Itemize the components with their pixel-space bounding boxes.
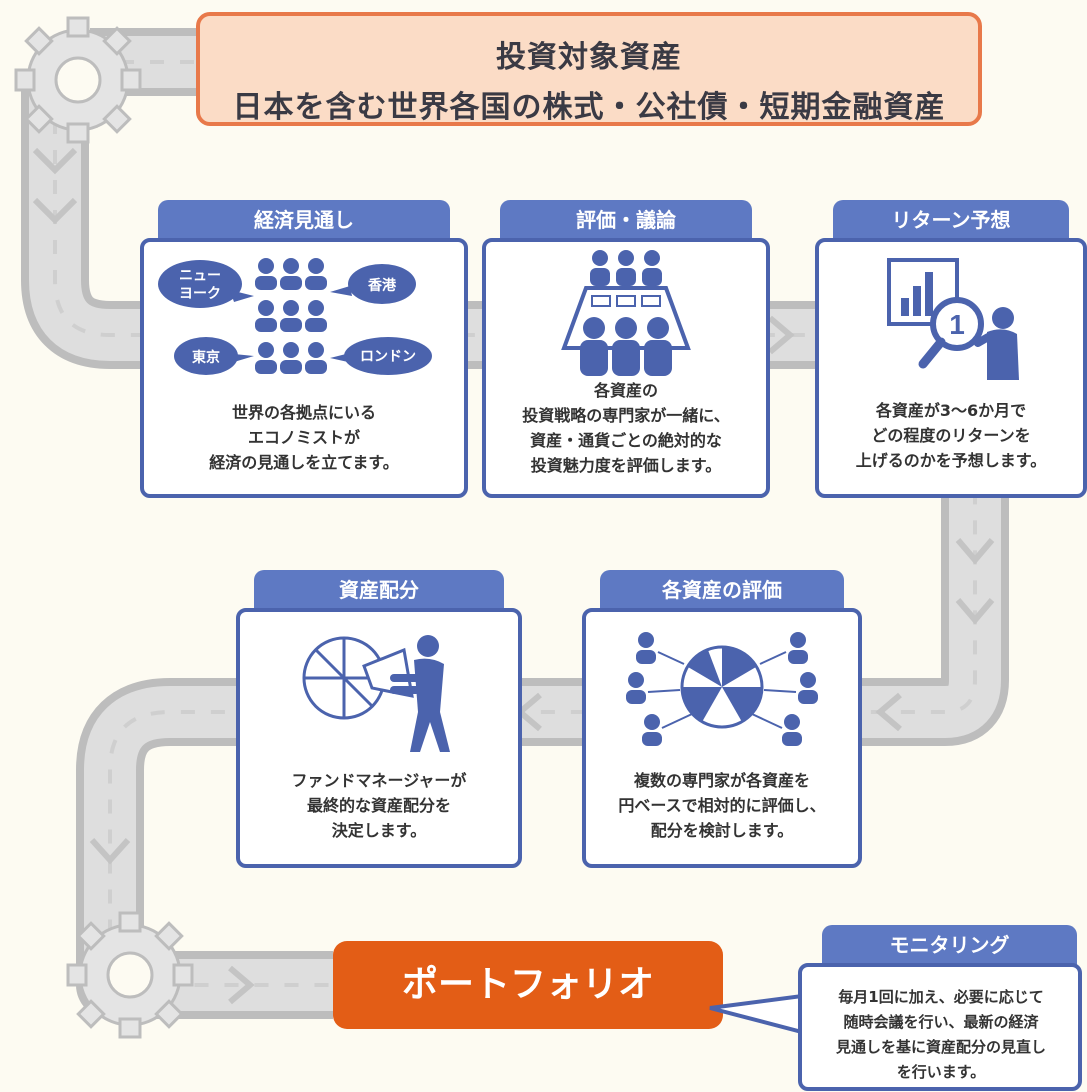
step-title: 資産配分 xyxy=(254,570,504,610)
gear-icon-bottom xyxy=(66,911,194,1039)
step-asset-evaluation: 各資産の評価 複数の専門家が各資産を 円ベースで相対的に評価し、 配分を検討しま… xyxy=(582,570,862,868)
svg-text:1: 1 xyxy=(949,309,965,340)
step-description: ファンドマネージャーが 最終的な資産配分を 決定します。 xyxy=(291,771,467,840)
experts-around-pie-icon xyxy=(626,632,818,746)
step-title: リターン予想 xyxy=(833,200,1069,240)
city-label-hong-kong: 香港 xyxy=(367,277,397,294)
monitoring-panel xyxy=(798,963,1082,1091)
city-label-new-york-1: ニュー xyxy=(179,268,221,284)
city-label-london: ロンドン xyxy=(360,349,416,365)
magnifier-chart-icon: 1 xyxy=(887,258,1019,380)
portfolio-box: ポートフォリオ xyxy=(333,941,723,1029)
step-evaluation-discussion: 評価・議論 各資産の 投資戦略の専門家が一緒に、 資産・通貨ごとの絶対的な 投資… xyxy=(482,200,770,498)
step-title: 経済見通し xyxy=(158,200,450,240)
investment-target-subtitle: 日本を含む世界各国の株式・公社債・短期金融資産 xyxy=(232,90,946,125)
step-description: 各資産の 投資戦略の専門家が一緒に、 資産・通貨ごとの絶対的な 投資魅力度を評価… xyxy=(522,381,730,475)
investment-target-box: 投資対象資産 日本を含む世界各国の株式・公社債・短期金融資産 xyxy=(196,12,982,126)
step-title: 評価・議論 xyxy=(500,200,752,240)
step-description: 複数の専門家が各資産を 円ベースで相対的に評価し、 配分を検討します。 xyxy=(618,771,826,840)
meeting-table-icon xyxy=(561,250,691,376)
monitoring-description: 毎月1回に加え、必要に応じて 随時会議を行い、最新の経済 見通しを基に資産配分の… xyxy=(835,988,1046,1081)
step-description: 世界の各拠点にいる エコノミストが 経済の見通しを立てます。 xyxy=(209,403,399,472)
city-label-new-york-2: ヨーク xyxy=(179,286,221,302)
monitoring-pointer xyxy=(709,993,804,1035)
step-description: 各資産が3～6か月で どの程度のリターンを 上げるのかを予想します。 xyxy=(855,401,1047,470)
step-title: 各資産の評価 xyxy=(600,570,844,610)
monitoring-title: モニタリング xyxy=(822,925,1077,965)
step-economic-outlook: 経済見通し ニュー ヨ xyxy=(140,200,468,498)
economists-network-icon: ニュー ヨーク 香港 東京 ロンドン xyxy=(158,258,432,375)
step-return-forecast: リターン予想 1 各資産が3～6か月で どの程度のリターンを 上げるのかを予想し… xyxy=(815,200,1087,498)
investment-target-title: 投資対象資産 xyxy=(496,40,682,75)
city-label-tokyo: 東京 xyxy=(192,349,220,366)
step-asset-allocation: 資産配分 ファンドマネージャーが 最終的な資産配分を 決定します。 xyxy=(236,570,522,868)
gear-icon-top xyxy=(14,16,142,144)
pie-chart-manager-icon xyxy=(302,635,450,752)
